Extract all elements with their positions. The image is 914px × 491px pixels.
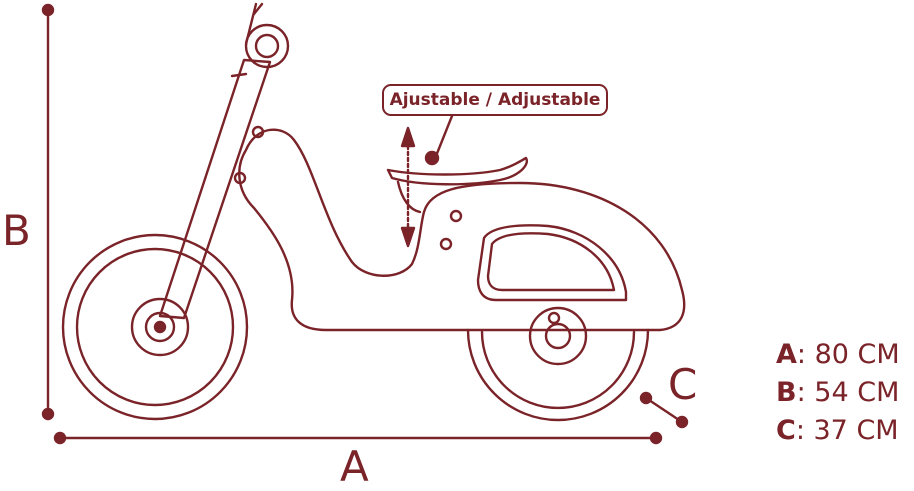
dimension-label-a: A [340,442,369,491]
dimension-b-line [41,3,55,421]
spec-row-c: C: 37 CM [776,417,899,444]
body-cutout [476,224,628,302]
dimension-c-line [639,391,689,429]
fork [158,2,272,320]
adjustable-arrow [400,126,416,248]
seat-post [396,180,422,214]
spec-letter: B [776,377,797,408]
spec-value: : 54 CM [796,377,900,408]
adjustable-callout: Ajustable / Adjustable [382,84,608,116]
spec-letter: A [776,339,797,370]
dimension-label-c: C [668,360,698,409]
spec-value: : 80 CM [796,339,900,370]
handlebar-grip [244,23,290,69]
rear-wheel [466,306,650,422]
spec-value: : 37 CM [795,415,899,446]
dimension-label-b: B [2,206,31,255]
spec-letter: C [776,415,796,446]
body-cutout-inner [486,232,616,292]
bolt-icons [233,125,561,325]
spec-row-a: A: 80 CM [776,341,900,368]
spec-row-b: B: 54 CM [776,379,899,406]
seat [386,156,529,186]
callout-leader [434,114,454,158]
front-wheel [61,233,249,421]
dimension-a-line [53,431,663,445]
bike-frame [238,128,686,332]
